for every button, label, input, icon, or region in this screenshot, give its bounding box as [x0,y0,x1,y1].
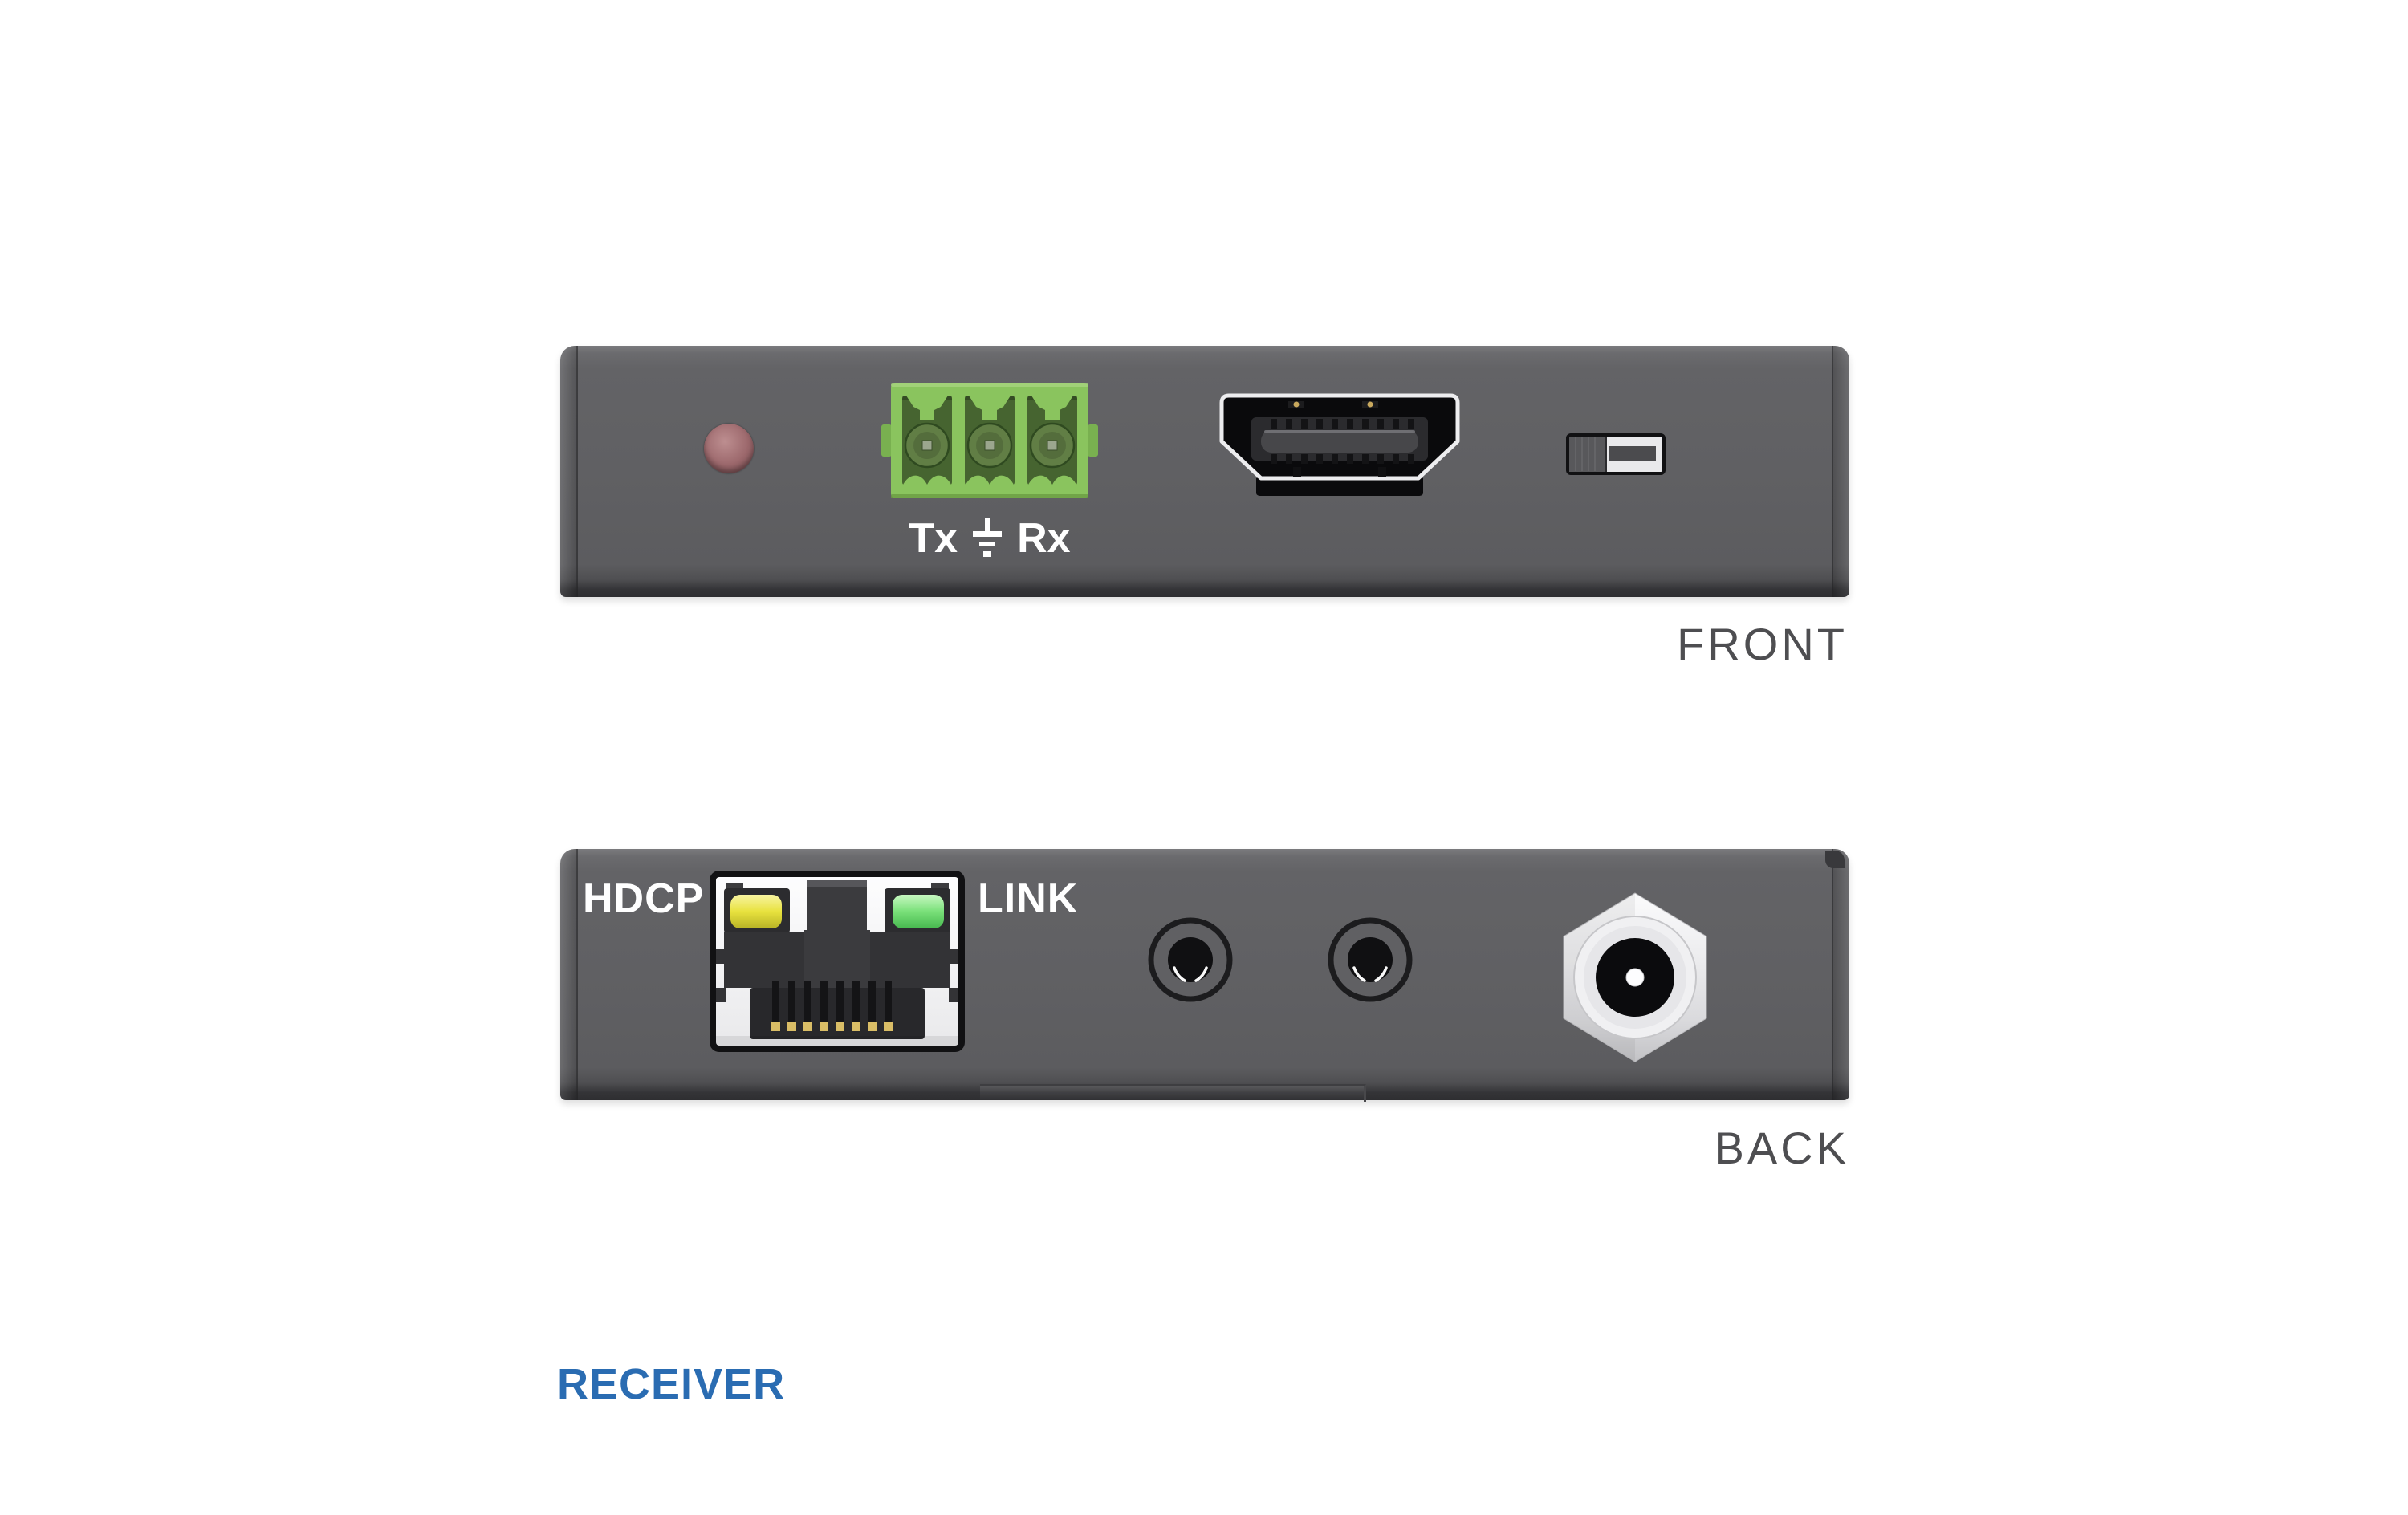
link-label: LINK [978,875,1079,922]
hdmi-port-icon [1219,393,1460,505]
audio-jack-icon [1327,916,1413,1007]
back-caption: BACK [1714,1123,1849,1173]
terminal-block-label: Tx Rx [891,515,1088,562]
hdcp-label: HDCP [583,875,705,922]
front-caption: FRONT [1677,619,1848,669]
front-panel: Tx Rx [560,346,1849,597]
back-panel: HDCP [560,849,1849,1102]
panel-groove [980,1084,1366,1102]
corner-notch [1825,851,1845,868]
device-label: RECEIVER [557,1360,786,1408]
dc-power-jack-icon [1561,892,1709,1067]
front-panel-left-bevel [560,346,578,597]
terminal-block-icon [881,383,1098,502]
rj45-port-icon [710,871,965,1056]
tx-label: Tx [909,515,958,562]
front-panel-right-bevel [1832,346,1849,597]
rx-label: Rx [1017,515,1071,562]
back-panel-right-bevel [1832,849,1849,1100]
back-panel-left-bevel [560,849,578,1100]
usb-port-icon [1566,433,1666,479]
audio-jack-icon [1147,916,1234,1007]
power-led-icon [704,424,754,473]
ground-symbol-icon [973,518,1003,557]
